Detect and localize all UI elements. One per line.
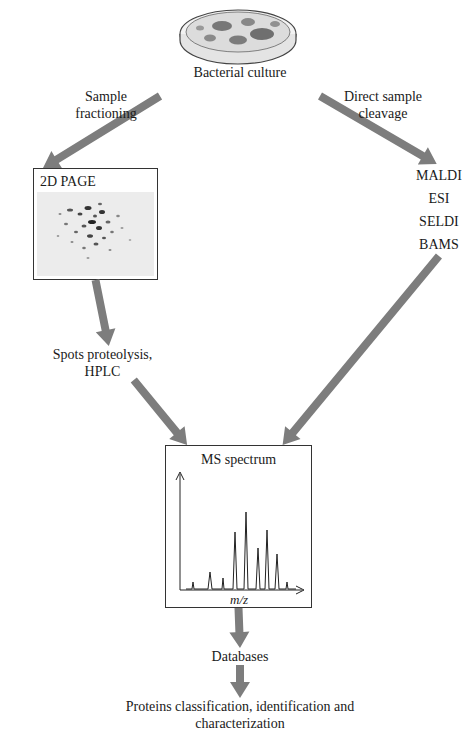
node-text: MS spectrum: [166, 451, 311, 468]
petri-dish: [180, 10, 296, 64]
node-text: Proteins classification, identification …: [118, 698, 362, 732]
flow-arrow: [92, 279, 116, 346]
node-text: MALDI ESI SELDI BAMS: [416, 164, 462, 256]
node-text: Spots proteolysis, HPLC: [40, 346, 165, 380]
method-list: MALDI ESI SELDI BAMS: [416, 164, 462, 256]
axis-label: m/z: [230, 592, 248, 608]
flow-arrow: [283, 254, 442, 446]
ms-spectrum-chart: [176, 472, 304, 594]
flow-arrow: [229, 608, 249, 648]
gel-box: 2D PAGE: [33, 168, 158, 280]
culture-node: Bacterial culture: [140, 0, 340, 96]
process-text: Spots proteolysis, HPLC: [40, 346, 165, 380]
flow-arrow: [131, 378, 187, 446]
process-text: Databases: [190, 648, 290, 665]
gel-image: [37, 192, 154, 276]
edge-label: Direct sample cleavage: [338, 88, 428, 122]
node-text: Bacterial culture: [140, 64, 340, 81]
spectrum-box: MS spectrum: [165, 445, 312, 608]
node-text: 2D PAGE: [40, 173, 157, 190]
node-text: Databases: [190, 648, 290, 665]
flow-arrow: [230, 665, 250, 698]
result-text: Proteins classification, identification …: [118, 698, 362, 732]
edge-label: Sample fractioning: [62, 88, 150, 122]
